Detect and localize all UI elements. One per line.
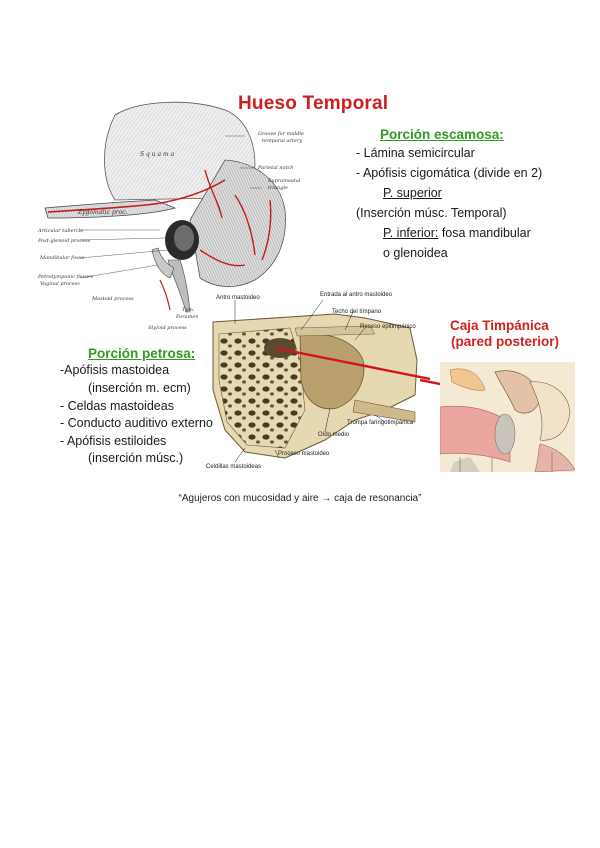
squamous-line-5-label: P. inferior:	[383, 226, 439, 240]
label-parietal-notch: Parietal notch	[258, 165, 294, 171]
label-entrada: Entrada al antro mastoideo	[320, 292, 393, 298]
petrous-line-4: - Conducto auditivo externo	[60, 416, 213, 430]
squamous-line-5: P. inferior: fosa mandibular	[383, 226, 531, 240]
petrous-line-3: - Celdas mastoideas	[60, 399, 174, 413]
label-foramen: Foramen	[176, 314, 199, 320]
squamous-line-5-text: fosa mandibular	[438, 226, 531, 240]
petrous-line-2: (inserción m. ecm)	[88, 381, 191, 395]
mastoid-cells-illustration	[212, 300, 430, 462]
label-mandibular: Mandibular fossa	[40, 255, 85, 261]
label-oido: Oído medio	[318, 432, 350, 438]
tympanic-cavity-illustration	[440, 362, 575, 472]
petrous-line-1: -Apófisis mastoidea	[60, 363, 170, 377]
label-techo: Techo del tímpano	[332, 309, 382, 315]
squamous-line-1: - Lámina semicircular	[356, 146, 475, 160]
label-styloid: Styloid process	[148, 325, 187, 331]
label-squama: S q u a m a	[140, 151, 175, 158]
label-mastoid-proc: Mastoid process	[92, 296, 134, 302]
label-petrotympanic: Petrotympanic fissure	[38, 274, 94, 280]
label-zygomatic: Zygomatic proc.	[78, 209, 128, 216]
temporal-bone-illustration	[44, 101, 286, 313]
petrous-heading: Porción petrosa:	[88, 346, 196, 361]
squamous-line-2: - Apófisis cigomática (divide en 2)	[356, 166, 543, 180]
label-articular: Articular tubercle	[38, 228, 84, 234]
label-groove-2: temporal artery	[262, 138, 303, 144]
label-vaginal: Vaginal process	[40, 281, 80, 287]
label-groove: Groove for middle	[258, 131, 304, 137]
page-title: Hueso Temporal	[238, 93, 389, 114]
label-suprameatal: Suprameatal	[268, 178, 301, 184]
label-tym: Tym.	[182, 307, 195, 313]
label-antro: Antro mastoideo	[216, 295, 260, 301]
caption: “Agujeros con mucosidad y aire → caja de…	[178, 493, 422, 504]
petrous-line-6: (inserción músc.)	[88, 451, 184, 465]
label-celdillas: Celdillas mastoideas	[206, 464, 262, 470]
petrous-line-5: - Apófisis estiloides	[60, 434, 167, 448]
tympanic-subtitle: (pared posterior)	[451, 334, 560, 349]
label-proceso: Proceso mastoideo	[278, 451, 330, 457]
squamous-heading: Porción escamosa:	[380, 127, 504, 142]
squamous-line-4: (Inserción músc. Temporal)	[356, 206, 507, 220]
label-suprameatal-2: triangle	[268, 185, 288, 191]
label-postglenoid: Post-glenoid process	[38, 238, 91, 244]
squamous-line-3: P. superior	[383, 186, 442, 200]
squamous-line-6: o glenoidea	[383, 246, 448, 260]
label-trompa: Trompa faringotimpánica	[347, 420, 414, 426]
tympanic-title: Caja Timpánica	[450, 318, 549, 333]
label-receso: Receso epitimpánico	[360, 324, 416, 330]
